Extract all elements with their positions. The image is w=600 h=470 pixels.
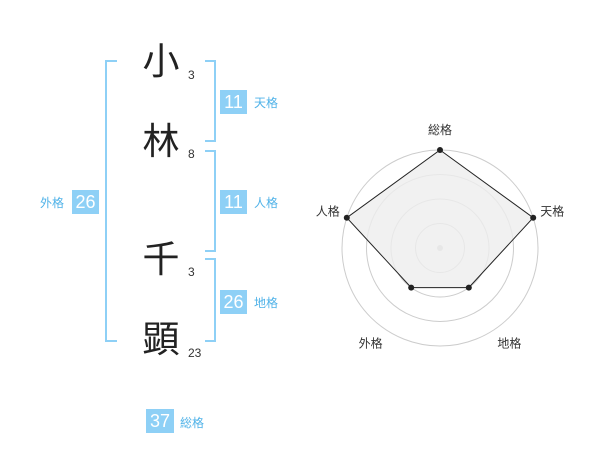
radar-series-polygon bbox=[346, 149, 534, 289]
chikaku-label: 地格 bbox=[254, 296, 279, 310]
radar-point-3 bbox=[465, 284, 472, 291]
radar-axis-label-4: 外格 bbox=[359, 336, 383, 351]
soukaku-label: 総格 bbox=[180, 416, 205, 430]
name-char-4: 顕 bbox=[142, 318, 180, 361]
chikaku-bracket bbox=[205, 258, 216, 342]
jinkaku-bracket bbox=[205, 150, 216, 252]
stroke-count-1: 3 bbox=[188, 68, 195, 82]
radar-point-4 bbox=[408, 284, 415, 291]
tenkaku-badge: 11 bbox=[220, 90, 247, 114]
jinkaku-label: 人格 bbox=[254, 196, 279, 210]
gaikaku-label: 外格 bbox=[40, 196, 65, 210]
soukaku-badge: 37 bbox=[146, 409, 174, 433]
tenkaku-bracket bbox=[205, 60, 216, 142]
chikaku-badge: 26 bbox=[220, 290, 247, 314]
name-char-3: 千 bbox=[142, 238, 180, 281]
gaikaku-badge: 26 bbox=[72, 190, 99, 214]
radar-point-5 bbox=[343, 214, 350, 221]
jinkaku-badge: 11 bbox=[220, 190, 247, 214]
stroke-count-4: 23 bbox=[188, 346, 202, 360]
stroke-count-2: 8 bbox=[188, 147, 195, 161]
name-char-1: 小 bbox=[142, 40, 180, 83]
radar-axis-label-5: 人格 bbox=[316, 204, 340, 219]
radar-axis-label-1: 総格 bbox=[428, 122, 452, 137]
stroke-count-3: 3 bbox=[188, 265, 195, 279]
tenkaku-label: 天格 bbox=[254, 96, 279, 110]
radar-axis-label-3: 地格 bbox=[497, 336, 521, 351]
radar-axis-label-2: 天格 bbox=[540, 204, 564, 219]
radar-point-1 bbox=[437, 147, 443, 153]
name-char-2: 林 bbox=[142, 120, 180, 163]
gaikaku-bracket bbox=[105, 60, 117, 342]
radar-point-2 bbox=[530, 214, 537, 221]
